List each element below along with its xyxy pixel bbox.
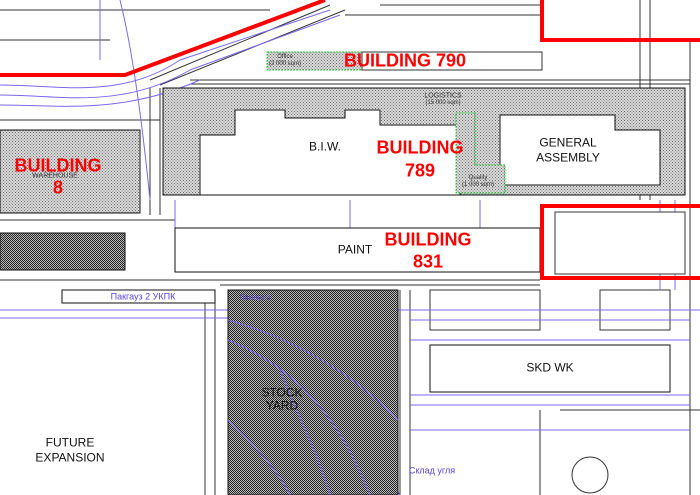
building-8-label-1: BUILDING [14,155,102,176]
quality-label: Quality [468,174,488,181]
logistics-label: LOGISTICS [424,92,462,100]
biw-area [199,109,461,196]
office-label: Office [277,53,293,60]
skd-label: SKD WK [526,360,574,375]
quality-area: (1 000 sqm) [461,181,495,188]
skd-building [429,344,671,393]
building-790-label: BUILDING 790 [343,50,467,71]
dock-block [0,232,126,271]
building-789-label-2: 789 [404,160,436,181]
coal-storage-label: Склад угля [408,465,456,476]
biw-label: B.I.W. [308,139,342,154]
building-8-label-2: 8 [52,177,64,198]
stock-label: STOCK [261,385,303,400]
building-8 [0,129,141,214]
logistics-area: (15 000 sqm) [425,99,461,106]
assembly-label: ASSEMBLY [536,150,600,165]
building-831-label-1: BUILDING [384,229,472,250]
general-label: GENERAL [539,135,597,150]
quality-area [455,112,506,194]
stock-yard [227,289,399,495]
expansion-label: EXPANSION [35,450,105,465]
tank [571,456,609,494]
paktgauz-2 [61,289,216,304]
building-790-outline [361,51,543,71]
warehouse-label: WAREHOUSE [32,172,78,180]
building-789-label-1: BUILDING [376,137,464,158]
stock-yard-rails [227,319,399,495]
paktgauz-3-label: Пакгауз 3 [239,294,271,302]
paktgauz-2-label: Пакгауз 2 УКПК [110,291,176,302]
utility-complex [554,211,686,275]
office-area: (2 000 sqm) [268,60,302,67]
building-831-label-2: 831 [412,251,444,272]
paint-label: PAINT [337,242,373,257]
building-831 [174,227,541,273]
site-boundary [0,0,700,280]
yard-label: YARD [265,398,299,413]
future-label: FUTURE [45,435,95,450]
